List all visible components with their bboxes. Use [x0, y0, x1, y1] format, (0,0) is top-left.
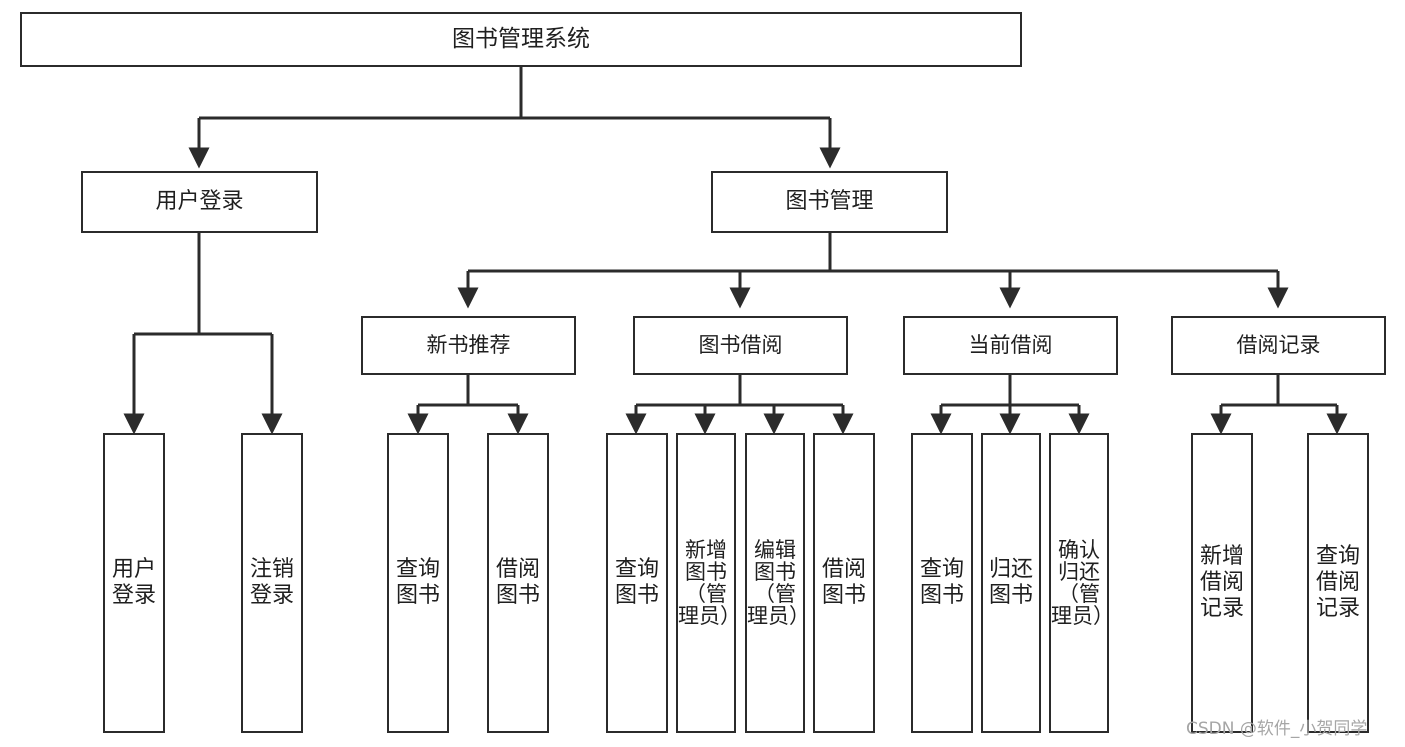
node-label: 查询借阅记录 [1315, 544, 1360, 621]
leaf-return-book[interactable]: 归还图书 [981, 433, 1041, 733]
leaf-query-book-current[interactable]: 查询图书 [911, 433, 973, 733]
node-label: 确认归还（管理员） [1051, 537, 1114, 629]
node-label: 新增借阅记录 [1199, 544, 1244, 621]
leaf-add-book-admin[interactable]: 新增图书（管理员） [676, 433, 741, 733]
node-current-borrowing[interactable]: 当前借阅 [903, 316, 1118, 375]
node-label: 查询图书 [919, 557, 964, 608]
leaf-borrow-book[interactable]: 借阅图书 [813, 433, 875, 733]
node-label: 新增图书（管理员） [678, 537, 741, 629]
node-label: 图书管理系统 [452, 26, 590, 53]
node-root-book-management-system[interactable]: 图书管理系统 [20, 12, 1022, 67]
node-label: 借阅图书 [821, 557, 866, 608]
node-user-login[interactable]: 用户登录 [81, 171, 318, 233]
leaf-query-book-recommend[interactable]: 查询图书 [387, 433, 449, 733]
leaf-query-borrow-record[interactable]: 查询借阅记录 [1307, 433, 1369, 733]
node-label: 用户登录 [155, 189, 244, 215]
node-label: 借阅图书 [495, 557, 540, 608]
leaf-edit-book-admin[interactable]: 编辑图书（管理员） [745, 433, 810, 733]
node-label: 注销登录 [249, 557, 294, 608]
node-label: 用户登录 [111, 557, 156, 608]
node-label: 借阅记录 [1236, 333, 1321, 358]
leaf-borrow-book-recommend[interactable]: 借阅图书 [487, 433, 549, 733]
leaf-logout[interactable]: 注销登录 [241, 433, 303, 733]
node-label: 归还图书 [988, 557, 1033, 608]
leaf-confirm-return-admin[interactable]: 确认归还（管理员） [1049, 433, 1114, 733]
leaf-query-book-borrow[interactable]: 查询图书 [606, 433, 668, 733]
node-label: 编辑图书（管理员） [747, 537, 810, 629]
node-label: 查询图书 [614, 557, 659, 608]
node-label: 查询图书 [395, 557, 440, 608]
node-book-borrowing[interactable]: 图书借阅 [633, 316, 848, 375]
leaf-user-login[interactable]: 用户登录 [103, 433, 165, 733]
node-label: 图书管理 [785, 189, 874, 215]
node-label: 当前借阅 [968, 333, 1053, 358]
leaf-add-borrow-record[interactable]: 新增借阅记录 [1191, 433, 1253, 733]
node-label: 新书推荐 [426, 333, 511, 358]
node-new-book-recommendation[interactable]: 新书推荐 [361, 316, 576, 375]
node-label: 图书借阅 [698, 333, 783, 358]
node-borrowing-record[interactable]: 借阅记录 [1171, 316, 1386, 375]
node-book-management[interactable]: 图书管理 [711, 171, 948, 233]
